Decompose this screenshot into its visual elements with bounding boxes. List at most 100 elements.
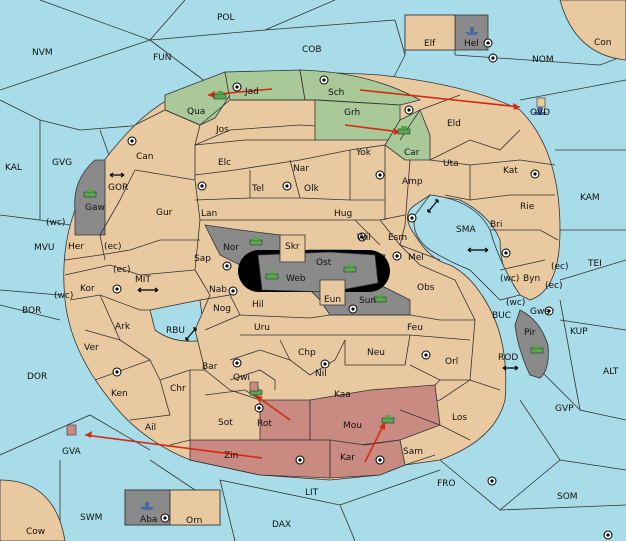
coast-label: (ec) [113, 265, 131, 275]
sea-label-LIT: LIT [305, 488, 319, 498]
province-label-Orl: Orl [445, 357, 458, 367]
province-Gaw[interactable] [74, 159, 106, 236]
sea-label-POL: POL [217, 13, 235, 23]
sea-label-BUC: BUC [492, 311, 511, 321]
sea-SMA-inner [413, 194, 521, 301]
province-label-Amp: Amp [402, 177, 423, 187]
dislodged-unit-icon [66, 424, 77, 436]
army-icon [397, 126, 411, 135]
province-label-Los: Los [452, 413, 467, 423]
province-label-Mel: Mel [408, 253, 424, 263]
coast-label: (ec) [104, 242, 122, 252]
province-label-Grh: Grh [344, 108, 360, 118]
province-label-Hil: Hil [252, 300, 264, 310]
province-label-Mou: Mou [343, 421, 362, 431]
dislodged-unit-icon [249, 381, 259, 392]
province-label-Ark: Ark [115, 322, 131, 332]
province-label-Chp: Chp [298, 348, 316, 358]
coast-label: (wc) [506, 298, 525, 308]
order-arrows [84, 88, 521, 463]
sea-label-COB: COB [302, 45, 322, 55]
province-label-Chr: Chr [170, 384, 186, 394]
province-label-Uta: Uta [443, 159, 459, 169]
province-label-Hel: Hel [464, 39, 479, 49]
sea-label-KUP: KUP [570, 327, 588, 337]
province-label-Sam: Sam [403, 447, 423, 457]
sea-label-KAM: KAM [580, 193, 600, 203]
province-label-Ken: Ken [111, 389, 128, 399]
province-label-Orn: Orn [186, 516, 202, 526]
sea-label-BOR: BOR [22, 306, 41, 316]
province-label-Web: Web [286, 274, 306, 284]
sea-label-NOM: NOM [532, 55, 554, 65]
sea-label-ALT: ALT [603, 367, 619, 377]
province-label-Her: Her [68, 242, 84, 252]
province-label-Elf: Elf [424, 39, 436, 49]
province-label-Sot: Sot [218, 418, 233, 428]
province-label-Qua: Qua [187, 107, 205, 117]
province-label-Nar: Nar [293, 164, 309, 174]
province-label-Eun: Eun [324, 295, 341, 305]
sea-label-GVP: GVP [555, 404, 574, 414]
province-label-Bri: Bri [490, 220, 502, 230]
fleet-icon [533, 107, 547, 115]
province-label-Pir: Pir [524, 328, 536, 338]
province-label-Ver: Ver [84, 343, 99, 353]
sea-label-SMA: SMA [456, 225, 476, 235]
sea-label-RBU: RBU [166, 326, 185, 336]
province-Orn[interactable] [169, 489, 221, 526]
sea-label-Cow: Cow [26, 527, 45, 537]
province-label-Nab: Nab [209, 285, 227, 295]
province-Eun[interactable] [319, 279, 346, 306]
province-label-Feu: Feu [407, 323, 423, 333]
sea-label-MVU: MVU [34, 243, 55, 253]
sea-label-FRO: FRO [437, 479, 456, 489]
province-label-Rie: Rie [520, 202, 535, 212]
province-label-Tel: Tel [251, 184, 264, 194]
dislodged-unit-icon [536, 97, 546, 108]
sea-label-OVD: OVD [530, 108, 550, 118]
province-borders [64, 14, 559, 526]
province-label-Gur: Gur [156, 208, 173, 218]
province-label-Byn: Byn [523, 274, 540, 284]
province-label-Gwa: Gwa [530, 307, 550, 317]
coast-label: (wc) [500, 274, 519, 284]
province-label-Kor: Kor [80, 284, 95, 294]
sea-label-FUN: FUN [153, 53, 172, 63]
sea-label-TEI: TEI [587, 259, 602, 269]
sea-label-SOM: SOM [557, 492, 578, 502]
sea-label-KAL: KAL [5, 163, 22, 173]
province-label-Neu: Neu [367, 348, 385, 358]
fleet-icon [465, 27, 479, 35]
province-Skr[interactable] [279, 234, 306, 263]
province-Grh[interactable] [314, 99, 401, 141]
province-label-Ail: Ail [145, 423, 156, 433]
province-Elf[interactable] [404, 14, 456, 51]
sea-label-DOR: DOR [27, 372, 47, 382]
army-icon [83, 189, 97, 198]
sea-label-GVA: GVA [62, 447, 82, 457]
province-label-Can: Can [136, 152, 154, 162]
coast-label: (wc) [54, 291, 73, 301]
province-label-Nil: Nil [315, 369, 327, 379]
province-label-Qwi: Qwi [233, 373, 250, 383]
sea-label-Con: Con [594, 38, 612, 48]
coast-label: (wc) [46, 218, 65, 228]
army-icon [249, 237, 263, 246]
province-label-Esm: Esm [388, 233, 407, 243]
province-label-Sch: Sch [328, 88, 344, 98]
army-icon [265, 271, 279, 280]
province-label-Wil: Wil [357, 233, 371, 243]
army-icon [343, 264, 357, 273]
province-label-Sun: Sun [359, 296, 376, 306]
province-label-Jos: Jos [215, 125, 229, 135]
sea-label-DAX: DAX [272, 520, 291, 530]
province-label-Gaw: Gaw [85, 203, 105, 213]
province-label-Nor: Nor [223, 243, 239, 253]
province-label-Nog: Nog [213, 304, 231, 314]
sea-label-GOR: GOR [108, 183, 128, 193]
province-Pir[interactable] [514, 309, 549, 379]
province-label-Uru: Uru [254, 323, 270, 333]
province-label-Rot: Rot [257, 419, 272, 429]
